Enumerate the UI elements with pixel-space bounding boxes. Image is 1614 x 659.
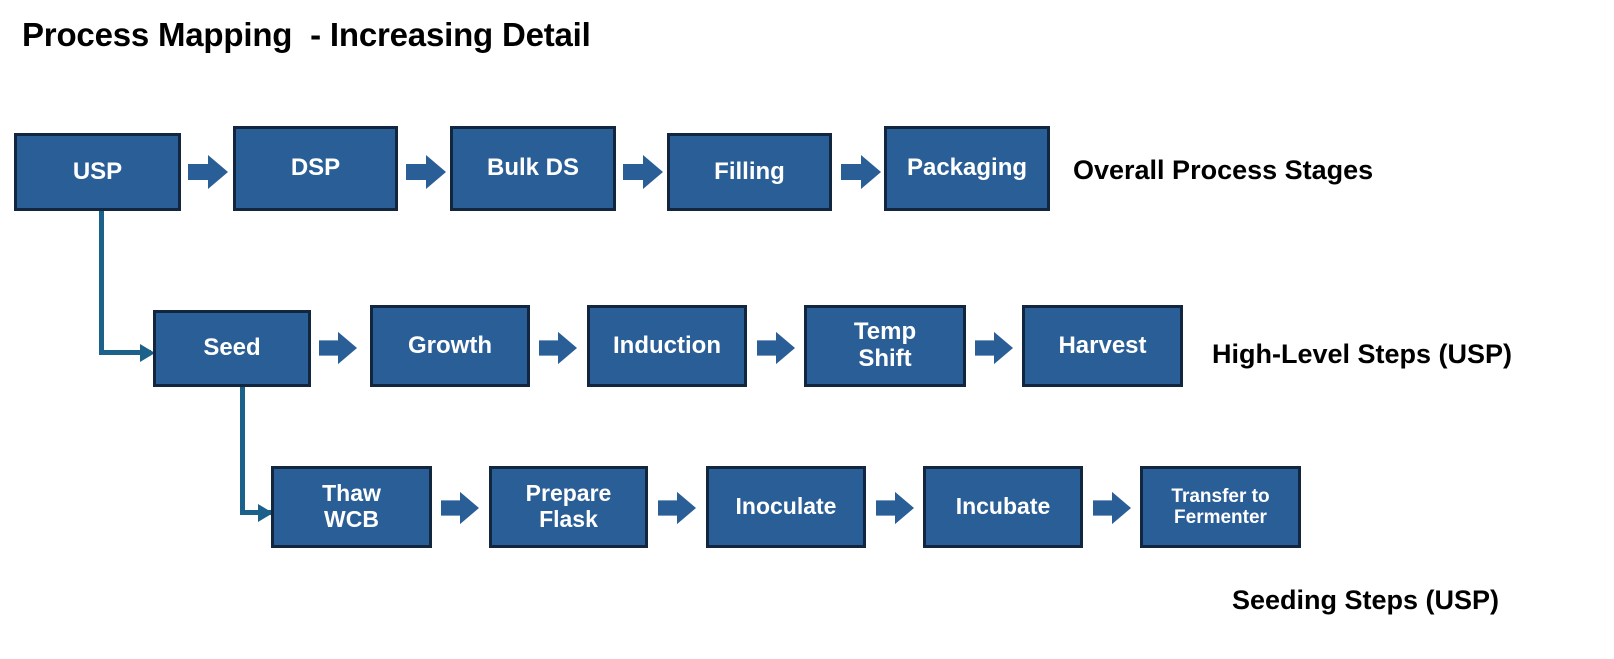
process-box-growth[interactable]: Growth: [370, 305, 530, 387]
arrow-right-icon: [975, 329, 1013, 367]
page-title: Process Mapping - Increasing Detail: [22, 16, 591, 53]
connector-arrowhead-icon: [258, 504, 273, 522]
row-caption-high-level-steps: High-Level Steps (USP): [1212, 339, 1513, 369]
arrow-right-icon: [841, 152, 881, 192]
process-box-bulk-ds[interactable]: Bulk DS: [450, 126, 616, 211]
connector-usp-to-seed-vertical: [99, 211, 104, 355]
process-box-filling[interactable]: Filling: [667, 133, 832, 211]
process-box-inoculate[interactable]: Inoculate: [706, 466, 866, 548]
process-box-induction[interactable]: Induction: [587, 305, 747, 387]
arrow-right-icon: [623, 152, 663, 192]
arrow-right-icon: [876, 489, 914, 527]
process-box-transfer-to-fermenter[interactable]: Transfer to Fermenter: [1140, 466, 1301, 548]
row-caption-seeding-steps: Seeding Steps (USP): [1232, 585, 1500, 615]
arrow-right-icon: [757, 329, 795, 367]
process-box-temp-shift[interactable]: Temp Shift: [804, 305, 966, 387]
arrow-right-icon: [441, 489, 479, 527]
connector-arrowhead-icon: [140, 344, 155, 362]
process-box-thaw-wcb[interactable]: Thaw WCB: [271, 466, 432, 548]
process-box-seed[interactable]: Seed: [153, 310, 311, 387]
arrow-right-icon: [188, 152, 228, 192]
arrow-right-icon: [1093, 489, 1131, 527]
arrow-right-icon: [406, 152, 446, 192]
process-box-incubate[interactable]: Incubate: [923, 466, 1083, 548]
process-box-prepare-flask[interactable]: Prepare Flask: [489, 466, 648, 548]
connector-seed-to-thaw-vertical: [240, 387, 245, 515]
process-box-harvest[interactable]: Harvest: [1022, 305, 1183, 387]
arrow-right-icon: [539, 329, 577, 367]
process-box-dsp[interactable]: DSP: [233, 126, 398, 211]
process-box-packaging[interactable]: Packaging: [884, 126, 1050, 211]
arrow-right-icon: [319, 329, 357, 367]
connector-usp-to-seed-horizontal: [99, 350, 151, 355]
process-box-usp[interactable]: USP: [14, 133, 181, 211]
row-caption-overall-process-stages: Overall Process Stages: [1073, 155, 1374, 185]
arrow-right-icon: [658, 489, 696, 527]
